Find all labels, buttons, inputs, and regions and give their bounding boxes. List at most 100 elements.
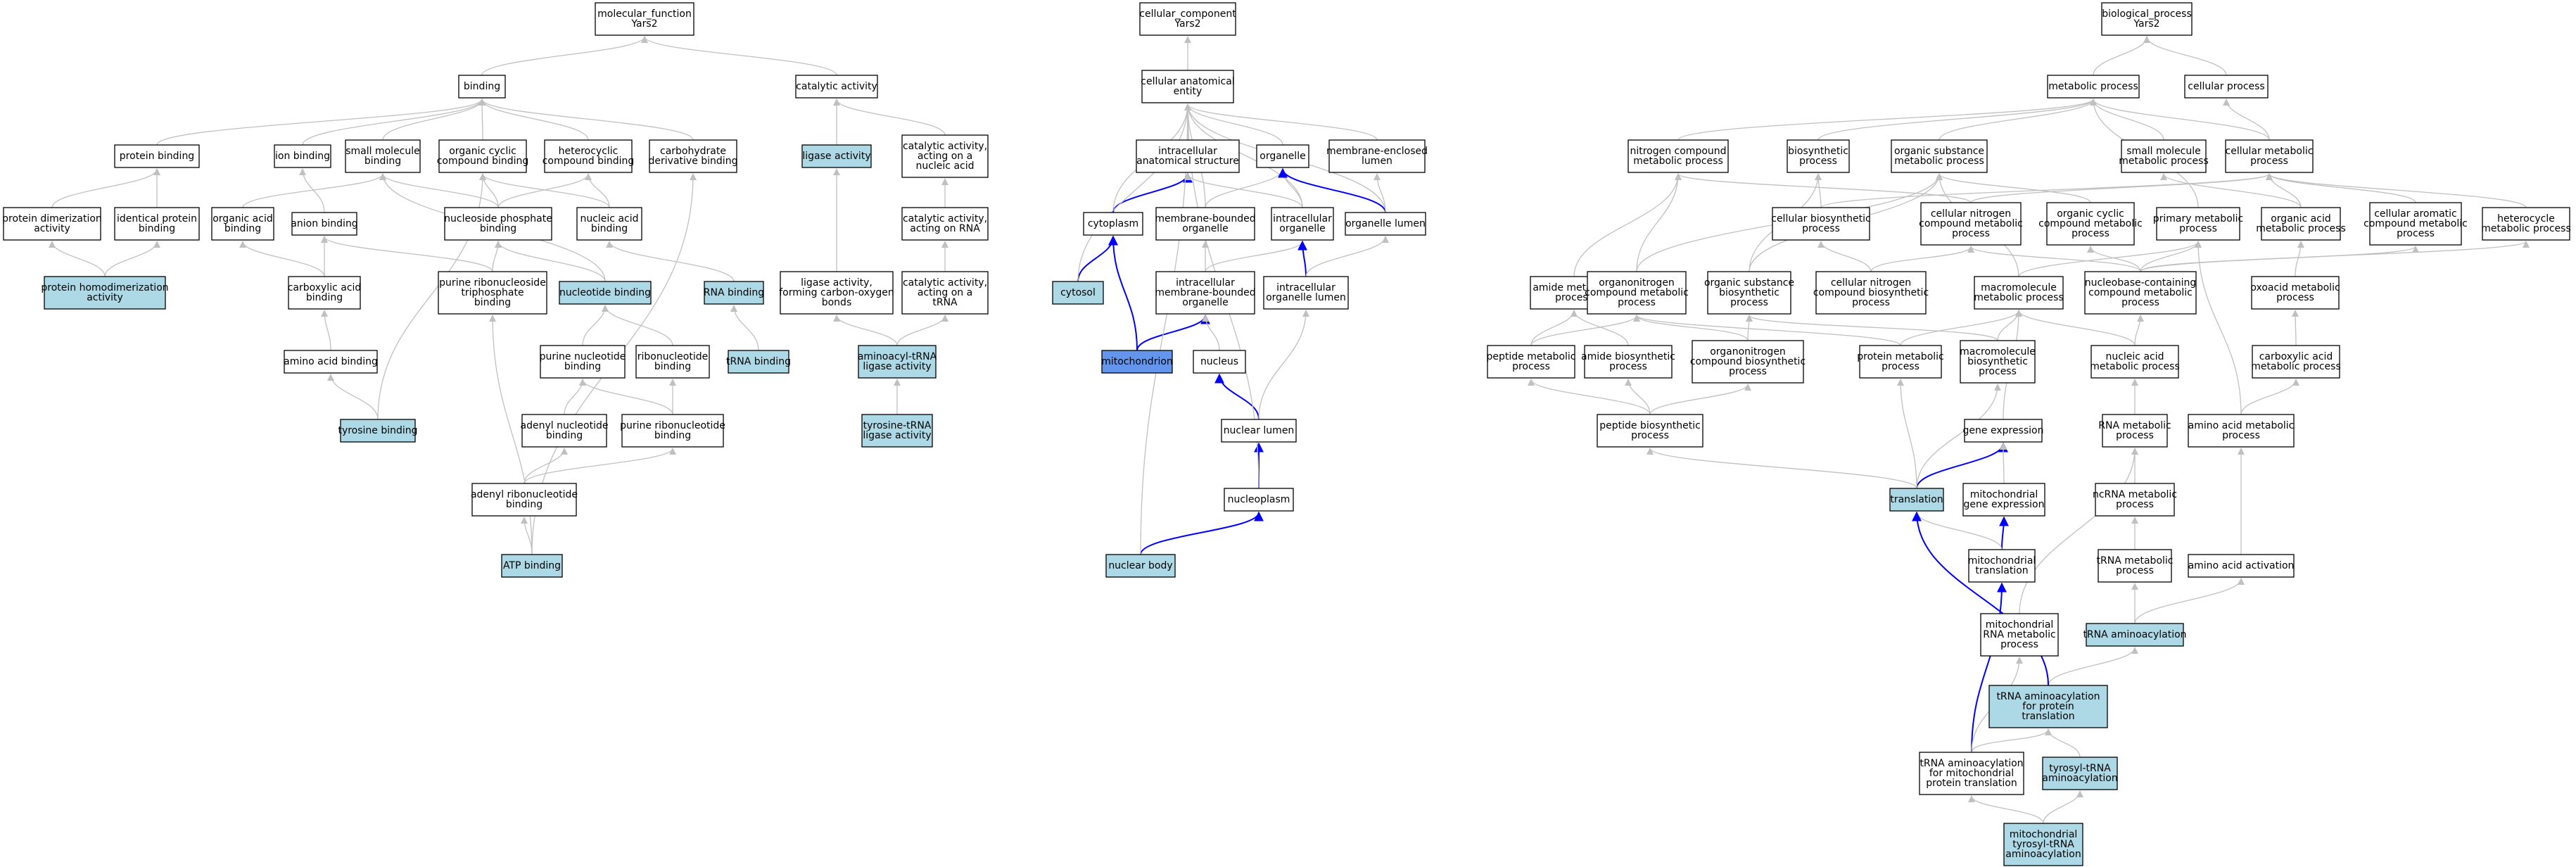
node-organelle[interactable]: organelle (1256, 144, 1309, 168)
node-nucleoplasm[interactable]: nucleoplasm (1224, 488, 1294, 512)
node-metabolic[interactable]: metabolic process (2047, 75, 2140, 99)
node-mitochondrion[interactable]: mitochondrion (1101, 350, 1173, 374)
node-organelle-lumen[interactable]: organelle lumen (1345, 212, 1426, 236)
node-cytoplasm[interactable]: cytoplasm (1083, 212, 1143, 236)
node-trna-binding[interactable]: tRNA binding (726, 350, 791, 374)
node-protein-binding[interactable]: protein binding (114, 144, 200, 168)
node-tyrosine-binding[interactable]: tyrosine binding (338, 419, 418, 443)
node-rna-binding[interactable]: RNA binding (704, 281, 764, 305)
node-trna-aminoacyl[interactable]: tRNA aminoacylation (2083, 623, 2187, 647)
node-nucleotide-binding[interactable]: nucleotide binding (559, 281, 652, 305)
node-aa-activation[interactable]: amino acid activation (2188, 554, 2295, 578)
node-ligase[interactable]: ligase activity (801, 144, 872, 168)
node-cellular-process[interactable]: cellular process (2184, 75, 2269, 99)
node-label: translation (1890, 494, 1943, 505)
node-translation[interactable]: translation (1889, 488, 1944, 512)
node-nucleus[interactable]: nucleus (1193, 350, 1246, 374)
node-binding[interactable]: binding (458, 75, 506, 99)
node-label: ribonucleotide (637, 351, 709, 362)
node-nuclear-body[interactable]: nuclear body (1105, 554, 1176, 578)
edge-nuclear_body-to-cell_anat (1140, 103, 1191, 555)
node-cat-on-rna[interactable]: catalytic activity,acting on RNA (901, 207, 989, 241)
node-ion-binding[interactable]: ion binding (274, 144, 331, 168)
node-catalytic[interactable]: catalytic activity (795, 75, 878, 99)
node-amino-acid-binding[interactable]: amino acid binding (284, 350, 378, 374)
node-ligase-co[interactable]: ligase activity,forming carbon-oxygenbon… (779, 271, 894, 315)
node-atp-binding[interactable]: ATP binding (501, 554, 563, 578)
node-cytosol[interactable]: cytosol (1052, 281, 1104, 305)
node-nuclear-lumen[interactable]: nuclear lumen (1221, 419, 1297, 443)
node-anion-binding[interactable]: anion binding (291, 212, 358, 236)
node-gene-expression[interactable]: gene expression (1963, 419, 2044, 443)
